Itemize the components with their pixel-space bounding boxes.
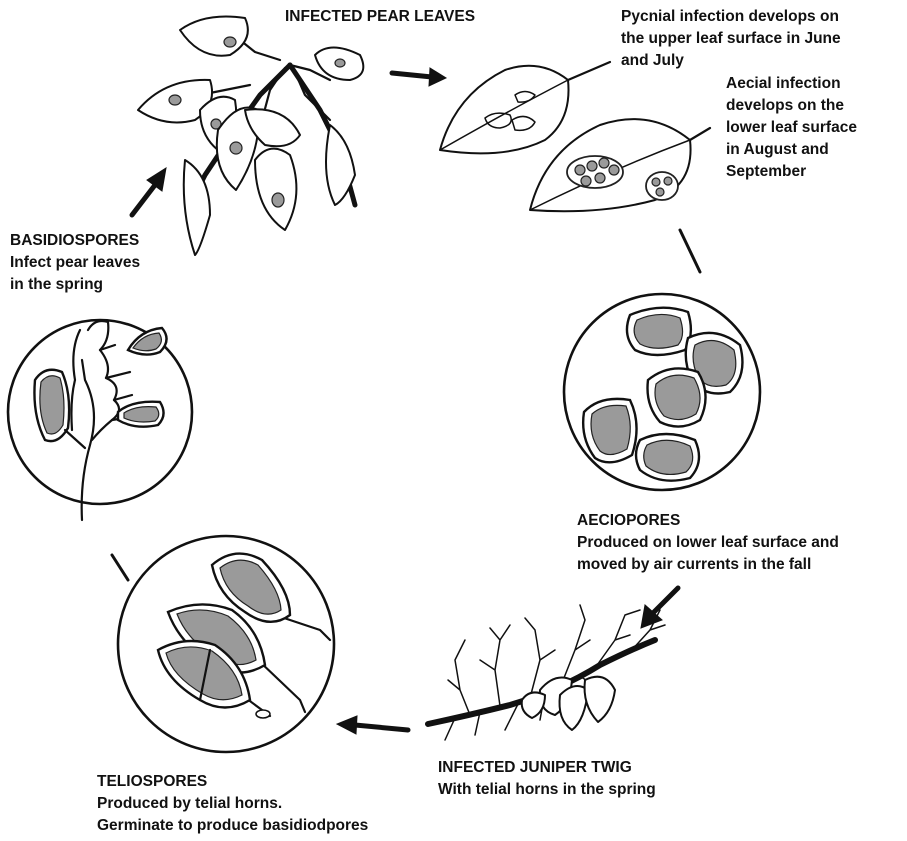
teliospores-magnified-circle xyxy=(118,536,334,752)
label-infected-pear-leaves: INFECTED PEAR LEAVES xyxy=(285,6,475,28)
arrow-juniper-to-teliospores xyxy=(337,716,408,734)
label-pycnial-infection: Pycnial infection develops on the upper … xyxy=(621,6,841,72)
basidiospores-magnified-circle xyxy=(8,320,192,520)
aecial-line-3: lower leaf surface xyxy=(726,117,857,139)
pycnial-line-3: and July xyxy=(621,50,841,72)
aecial-line-1: Aecial infection xyxy=(726,73,857,95)
pear-leaves-title: INFECTED PEAR LEAVES xyxy=(285,6,475,28)
pycnial-line-2: the upper leaf surface in June xyxy=(621,28,841,50)
aecial-line-4: in August and xyxy=(726,139,857,161)
connector-teliospores-to-basidiospores xyxy=(112,555,128,580)
juniper-title: INFECTED JUNIPER TWIG xyxy=(438,757,656,779)
juniper-line-1: With telial horns in the spring xyxy=(438,779,656,801)
label-infected-juniper-twig: INFECTED JUNIPER TWIG With telial horns … xyxy=(438,757,656,801)
pear-branch-illustration xyxy=(138,17,363,256)
pycnial-line-1: Pycnial infection develops on xyxy=(621,6,841,28)
basidiospores-line-2: in the spring xyxy=(10,274,140,296)
label-teliospores: TELIOSPORES Produced by telial horns. Ge… xyxy=(97,771,368,837)
label-aecial-infection: Aecial infection develops on the lower l… xyxy=(726,73,857,183)
aeciopores-title: AECIOPORES xyxy=(577,510,839,532)
juniper-twig-illustration xyxy=(428,605,665,740)
aecial-leaf-illustration xyxy=(530,119,710,211)
aeciopores-magnified-circle xyxy=(564,294,760,490)
label-aeciopores: AECIOPORES Produced on lower leaf surfac… xyxy=(577,510,839,576)
basidiospores-line-1: Infect pear leaves xyxy=(10,252,140,274)
aecial-line-5: September xyxy=(726,161,857,183)
arrow-pear-to-pycnial xyxy=(392,68,446,86)
aeciopores-line-2: moved by air currents in the fall xyxy=(577,554,839,576)
aecial-line-2: develops on the xyxy=(726,95,857,117)
label-basidiospores: BASIDIOSPORES Infect pear leaves in the … xyxy=(10,230,140,296)
teliospores-line-1: Produced by telial horns. xyxy=(97,793,368,815)
teliospores-line-2: Germinate to produce basidiodpores xyxy=(97,815,368,837)
arrow-aeciopores-to-juniper xyxy=(641,588,678,628)
arrow-basidiospores-to-pear xyxy=(132,168,166,215)
connector-leaf-to-aeciopores xyxy=(680,230,700,272)
teliospores-title: TELIOSPORES xyxy=(97,771,368,793)
basidiospores-title: BASIDIOSPORES xyxy=(10,230,140,252)
aeciopores-line-1: Produced on lower leaf surface and xyxy=(577,532,839,554)
